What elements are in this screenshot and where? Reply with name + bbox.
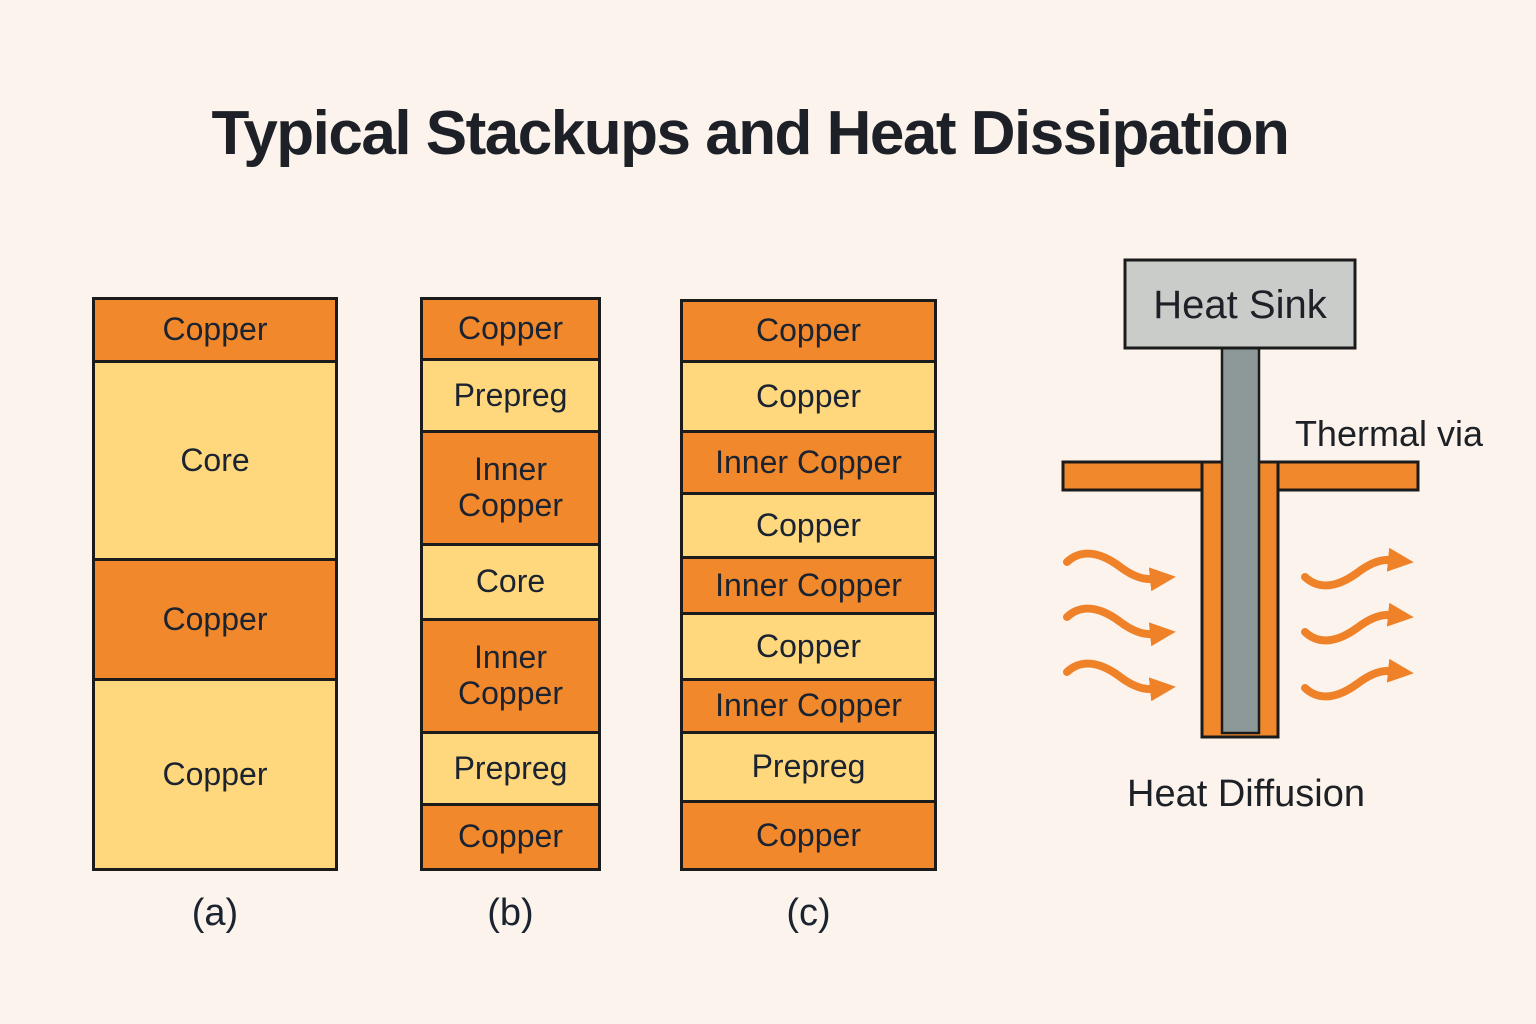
stackup-b-layer-copper-bottom: Copper <box>423 806 598 868</box>
heat-flow-arrow-right-1 <box>1301 547 1414 590</box>
heat-sink-box <box>1123 258 1357 350</box>
stackup-b-layer-prepreg-1: Prepreg <box>423 361 598 433</box>
stackup-c-layer-prepreg: Prepreg <box>683 734 934 803</box>
heat-flow-arrow-right-2 <box>1301 602 1414 645</box>
stackup-c-layer-copper-4: Copper <box>683 615 934 681</box>
stackup-b-layer-core: Core <box>423 546 598 621</box>
stackup-a-layer-copper-1: Copper <box>95 300 335 363</box>
heat-sink-label: Heat Sink <box>1153 283 1327 327</box>
stackup-a: Copper Core Copper Copper <box>92 297 338 871</box>
stackup-b-layer-prepreg-2: Prepreg <box>423 734 598 806</box>
heat-dissipation-schematic: Heat Sink Thermal via Heat Diffusion <box>1061 258 1484 815</box>
stackup-b: Copper Prepreg Inner Copper Core Inner C… <box>420 297 601 871</box>
stackup-b-layer-inner-copper-1: Inner Copper <box>423 433 598 546</box>
stackup-c-layer-inner-copper-2: Inner Copper <box>683 559 934 615</box>
stackup-a-layer-copper-3: Copper <box>95 681 335 868</box>
heat-flow-arrow-left-3 <box>1063 659 1176 702</box>
stackup-c-layer-inner-copper-3: Inner Copper <box>683 681 934 734</box>
stackup-a-layer-core: Core <box>95 363 335 561</box>
heat-diffusion-label: Heat Diffusion <box>1127 773 1365 815</box>
heat-flow-arrow-left-1 <box>1063 549 1176 592</box>
stackup-c-layer-copper-3: Copper <box>683 495 934 559</box>
stackup-b-caption: (b) <box>487 892 534 934</box>
diagram-title: Typical Stackups and Heat Dissipation <box>211 99 1290 168</box>
stackup-c-caption: (c) <box>786 892 831 934</box>
stackup-c-layer-copper-bottom: Copper <box>683 803 934 868</box>
stackup-b-layer-copper-top: Copper <box>423 300 598 361</box>
heat-flow-arrow-left-2 <box>1063 604 1176 647</box>
stackup-c-layer-copper-2: Copper <box>683 363 934 433</box>
thermal-via-label: Thermal via <box>1295 413 1484 454</box>
stackup-a-caption: (a) <box>191 892 239 934</box>
stackup-c-layer-inner-copper-1: Inner Copper <box>683 433 934 495</box>
stackup-a-layer-copper-2: Copper <box>95 561 335 681</box>
via-stem <box>1220 346 1261 735</box>
stackup-b-layer-inner-copper-2: Inner Copper <box>423 621 598 734</box>
stackup-c-layer-copper-1: Copper <box>683 302 934 363</box>
heat-flow-arrow-right-3 <box>1301 658 1414 701</box>
stackup-c: Copper Copper Inner Copper Copper Inner … <box>680 299 937 871</box>
